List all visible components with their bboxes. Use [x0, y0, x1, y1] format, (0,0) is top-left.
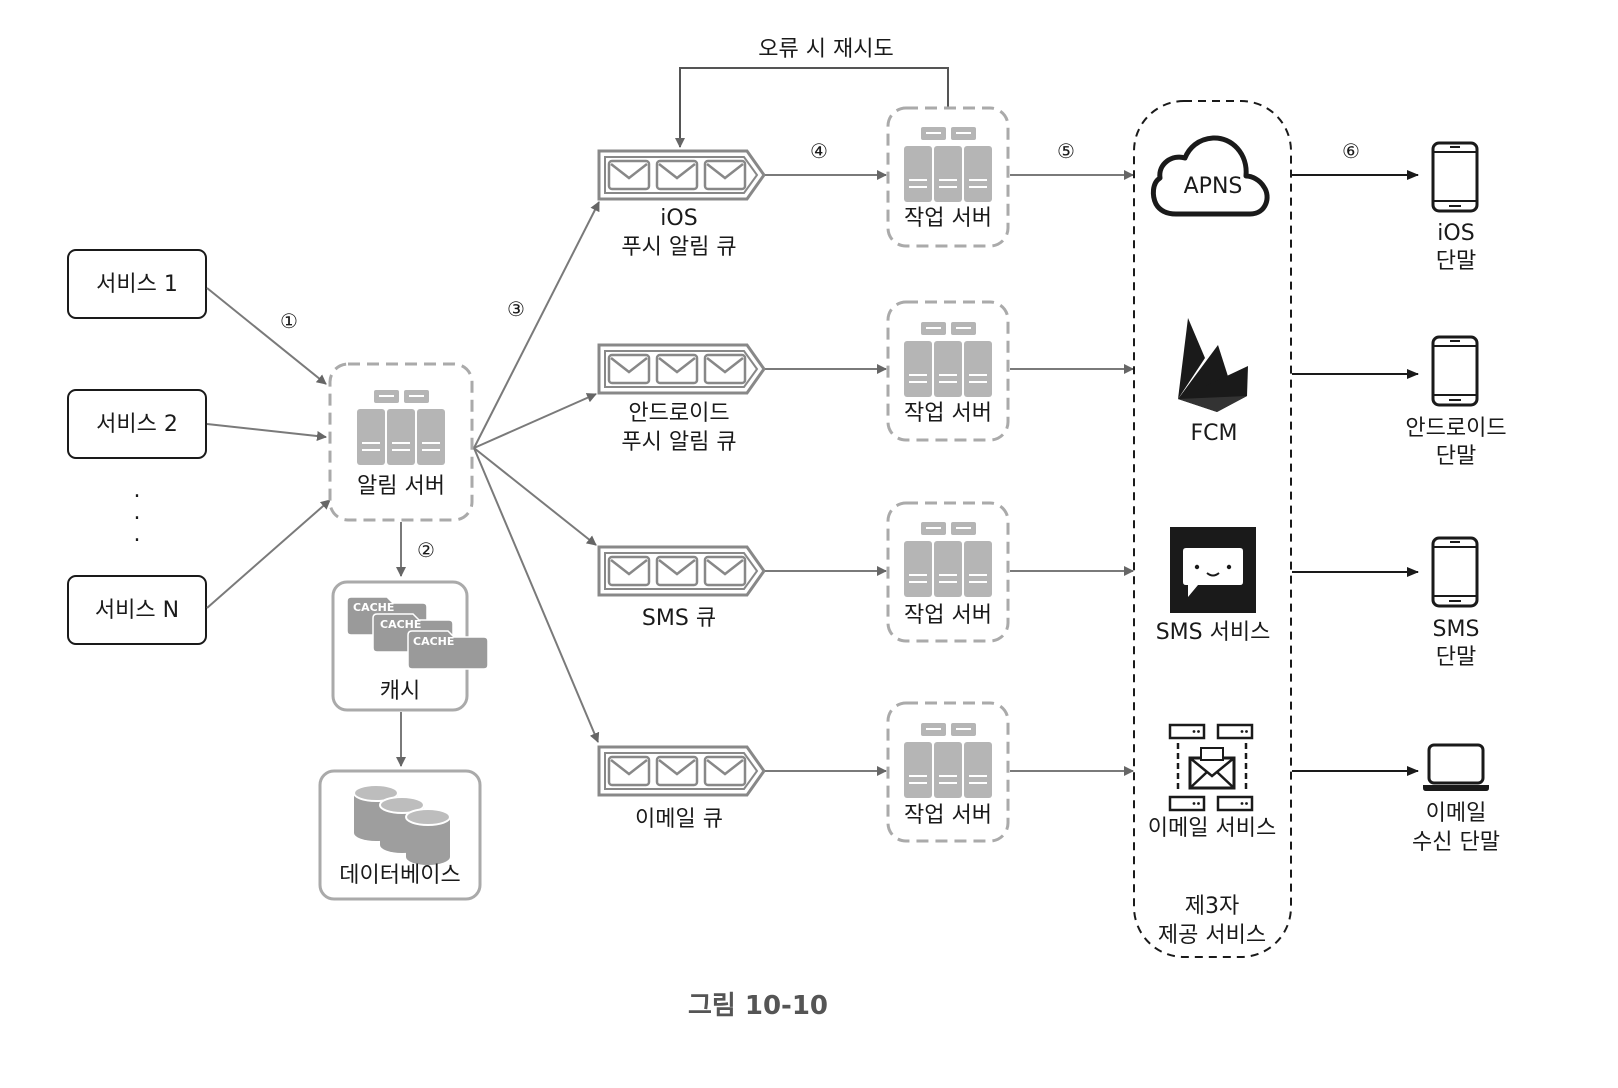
ellipsis-dot-2: . [134, 500, 141, 525]
ios-device-label-line1: iOS [1437, 221, 1474, 246]
ios-queue-label-line2: 푸시 알림 큐 [621, 235, 736, 260]
arrow-service2-to-server [206, 423, 327, 441]
step-4-marker: ④ [810, 139, 828, 163]
step-2-marker: ② [417, 538, 435, 562]
android-device-label-line2: 단말 [1436, 444, 1476, 469]
worker-server-android: 작업 서버 [886, 300, 1010, 442]
cache-box: CACHE CACHE CACHE 캐시 [331, 580, 489, 712]
database-label: 데이터베이스 [339, 863, 460, 888]
cache-chip-label-2: CACHE [380, 618, 421, 631]
worker-label-android: 작업 서버 [904, 401, 992, 426]
service-ellipsis: . . . [134, 478, 141, 547]
third-party-label-line1: 제3자 [1185, 894, 1239, 919]
email-device-label-line1: 이메일 [1426, 801, 1487, 826]
email-queue-label: 이메일 큐 [635, 807, 723, 832]
android-push-queue: 안드로이드 푸시 알림 큐 [599, 345, 764, 455]
retry-label: 오류 시 재시도 [758, 37, 893, 62]
step-1-marker: ① [280, 309, 298, 333]
fcm-provider: FCM [1178, 318, 1248, 446]
arrow-service1-to-server [206, 287, 327, 385]
arrow-server-to-android-queue [473, 393, 597, 449]
cache-chip-label-3: CACHE [413, 635, 454, 648]
queue-icon [599, 547, 764, 595]
ios-device: iOS 단말 [1431, 141, 1479, 274]
worker-server-email: 작업 서버 [886, 701, 1010, 843]
notification-server-label: 알림 서버 [357, 474, 445, 499]
cache-chip-label-1: CACHE [353, 601, 394, 614]
ellipsis-dot-3: . [134, 522, 141, 547]
apns-label: APNS [1184, 174, 1243, 199]
arrow-server-to-sms-queue [473, 447, 597, 546]
phone-icon [1431, 141, 1479, 213]
service-label-n: 서비스 N [95, 598, 179, 623]
email-queue: 이메일 큐 [599, 747, 764, 832]
fcm-label: FCM [1191, 421, 1238, 446]
sms-queue-label: SMS 큐 [642, 606, 716, 631]
email-service-label: 이메일 서비스 [1148, 816, 1276, 841]
service-box-2: 서비스 2 [67, 389, 207, 459]
worker-server-ios: 작업 서버 [886, 106, 1010, 248]
retry-loop-arrow [675, 67, 949, 148]
service-box-n: 서비스 N [67, 575, 207, 645]
phone-icon [1431, 536, 1479, 608]
database-box: 데이터베이스 [318, 769, 482, 901]
worker-label-email: 작업 서버 [904, 803, 992, 828]
ios-device-label-line2: 단말 [1436, 249, 1476, 274]
service-box-1: 서비스 1 [67, 249, 207, 319]
email-provider: 이메일 서비스 [1148, 723, 1276, 841]
notification-server: 알림 서버 [328, 362, 474, 522]
sms-service-label: SMS 서비스 [1156, 620, 1271, 645]
android-device-label-line1: 안드로이드 [1405, 416, 1506, 441]
email-device: 이메일 수신 단말 [1412, 743, 1500, 855]
worker-server-sms: 작업 서버 [886, 501, 1010, 643]
sms-queue: SMS 큐 [599, 547, 764, 631]
queue-icon [599, 747, 764, 795]
email-service-icon [1168, 723, 1254, 812]
ios-push-queue: iOS 푸시 알림 큐 [599, 151, 764, 260]
ios-queue-label-line1: iOS [660, 206, 697, 231]
android-queue-label-line1: 안드로이드 [628, 401, 729, 426]
arrow-server-to-ios-queue [473, 201, 600, 449]
worker-label-sms: 작업 서버 [904, 603, 992, 628]
queue-icon [599, 151, 764, 199]
apns-provider: APNS [1150, 135, 1270, 217]
android-device: 안드로이드 단말 [1405, 335, 1507, 469]
sms-provider: SMS 서비스 [1156, 527, 1271, 645]
cache-label: 캐시 [380, 679, 420, 704]
sms-device-label-line2: 단말 [1436, 645, 1476, 670]
step-5-marker: ⑤ [1057, 139, 1075, 163]
third-party-label-line2: 제공 서비스 [1158, 923, 1266, 948]
figure-caption: 그림 10-10 [688, 991, 828, 1021]
service-label-1: 서비스 1 [96, 272, 178, 297]
sms-device: SMS 단말 [1431, 536, 1480, 670]
queue-icon [599, 345, 764, 393]
phone-icon [1431, 335, 1479, 407]
arrow-server-to-email-queue [473, 447, 600, 743]
arrow-servicen-to-server [206, 499, 331, 609]
laptop-icon [1421, 743, 1491, 793]
worker-label-ios: 작업 서버 [904, 206, 992, 231]
service-label-2: 서비스 2 [96, 412, 178, 437]
step-3-marker: ③ [507, 297, 525, 321]
cloud-icon [1150, 135, 1270, 217]
firebase-icon [1178, 318, 1248, 412]
android-queue-label-line2: 푸시 알림 큐 [621, 430, 736, 455]
third-party-group: 제3자 제공 서비스 [1133, 100, 1292, 958]
sms-device-label-line1: SMS [1433, 617, 1480, 642]
ellipsis-dot-1: . [134, 478, 141, 503]
email-device-label-line2: 수신 단말 [1412, 830, 1500, 855]
step-6-marker: ⑥ [1342, 139, 1360, 163]
